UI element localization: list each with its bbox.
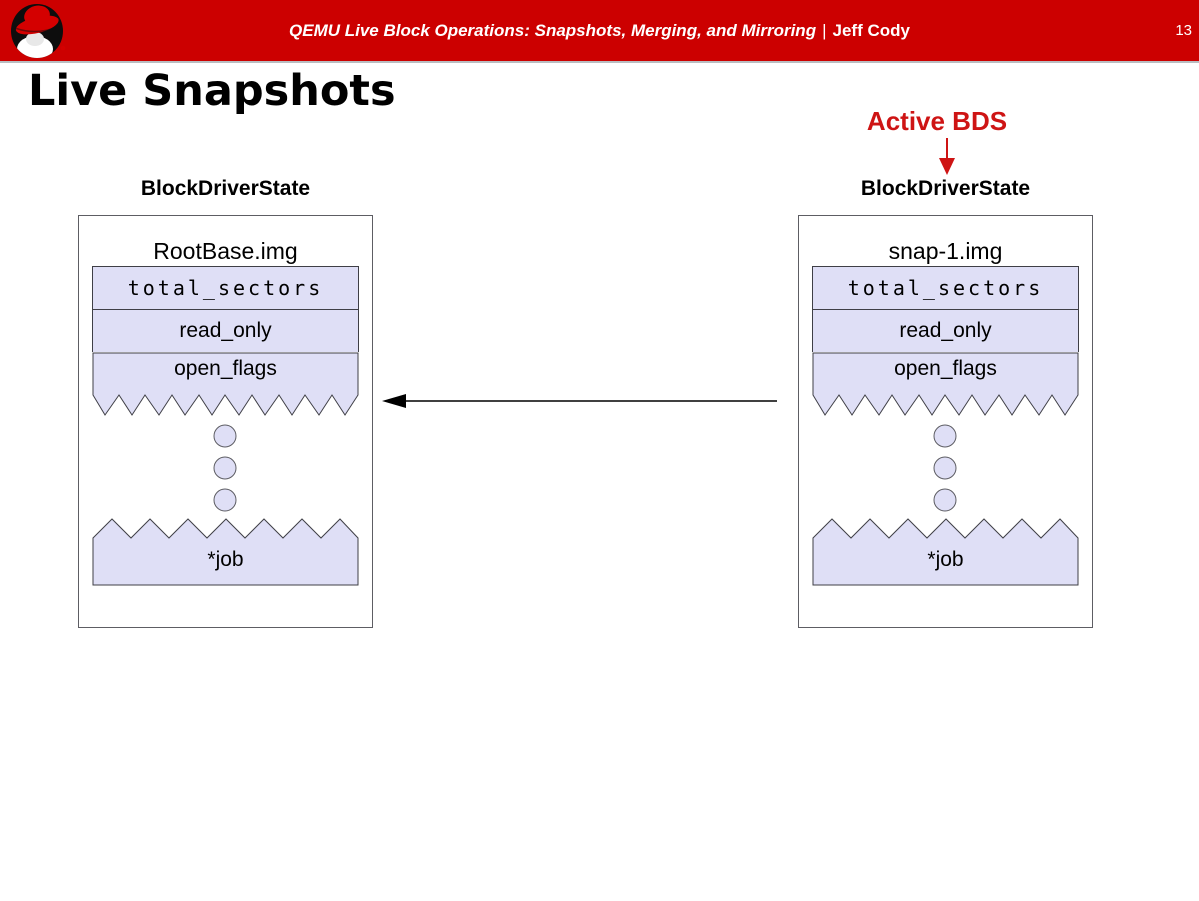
- bds-right-fields: total_sectors read_only open_flags: [812, 266, 1079, 586]
- field-total-sectors: total_sectors: [92, 266, 359, 309]
- bds-right: BlockDriverState snap-1.img total_sector…: [798, 176, 1093, 628]
- field-open-flags: open_flags: [812, 352, 1079, 416]
- field-read-only: read_only: [812, 309, 1079, 352]
- field-job: *job: [92, 516, 359, 586]
- field-open-flags: open_flags: [92, 352, 359, 416]
- ellipsis-dots-icon: [933, 424, 957, 512]
- bds-left-fields: total_sectors read_only open_flags: [92, 266, 359, 586]
- active-bds-label: Active BDS: [866, 106, 1008, 136]
- header-title-separator: |: [822, 21, 827, 40]
- job-label: *job: [207, 548, 244, 571]
- open-flags-torn-box: [812, 352, 1079, 416]
- bds-right-box: snap-1.img total_sectors read_only open_…: [798, 215, 1093, 628]
- bds-left-image-name: RootBase.img: [153, 238, 298, 264]
- header-author: Jeff Cody: [832, 21, 910, 40]
- field-job: *job: [812, 516, 1079, 586]
- bds-left-title: BlockDriverState: [140, 177, 311, 200]
- job-torn-box: [92, 518, 359, 586]
- slide-title: Live Snapshots: [28, 66, 396, 116]
- field-read-only: read_only: [92, 309, 359, 352]
- bds-left: BlockDriverState RootBase.img total_sect…: [78, 176, 373, 628]
- bds-left-box: RootBase.img total_sectors read_only ope…: [78, 215, 373, 628]
- header-bar: QEMU Live Block Operations: Snapshots, M…: [0, 0, 1199, 63]
- open-flags-torn-box: [92, 352, 359, 416]
- backing-file-arrow-icon: [382, 394, 777, 408]
- active-bds-down-arrow-icon: [939, 138, 955, 175]
- bds-right-image-name: snap-1.img: [888, 238, 1003, 264]
- open-flags-label: open_flags: [894, 357, 997, 380]
- redhat-logo-icon: [11, 4, 66, 58]
- page-number: 13: [1175, 22, 1192, 39]
- header-title: QEMU Live Block Operations: Snapshots, M…: [0, 0, 1199, 61]
- header-title-main: QEMU Live Block Operations: Snapshots, M…: [289, 21, 817, 40]
- ellipsis-dots-icon: [213, 424, 237, 512]
- bds-right-title: BlockDriverState: [860, 177, 1031, 200]
- job-label: *job: [927, 548, 964, 571]
- job-torn-box: [812, 518, 1079, 586]
- field-total-sectors: total_sectors: [812, 266, 1079, 309]
- open-flags-label: open_flags: [174, 357, 277, 380]
